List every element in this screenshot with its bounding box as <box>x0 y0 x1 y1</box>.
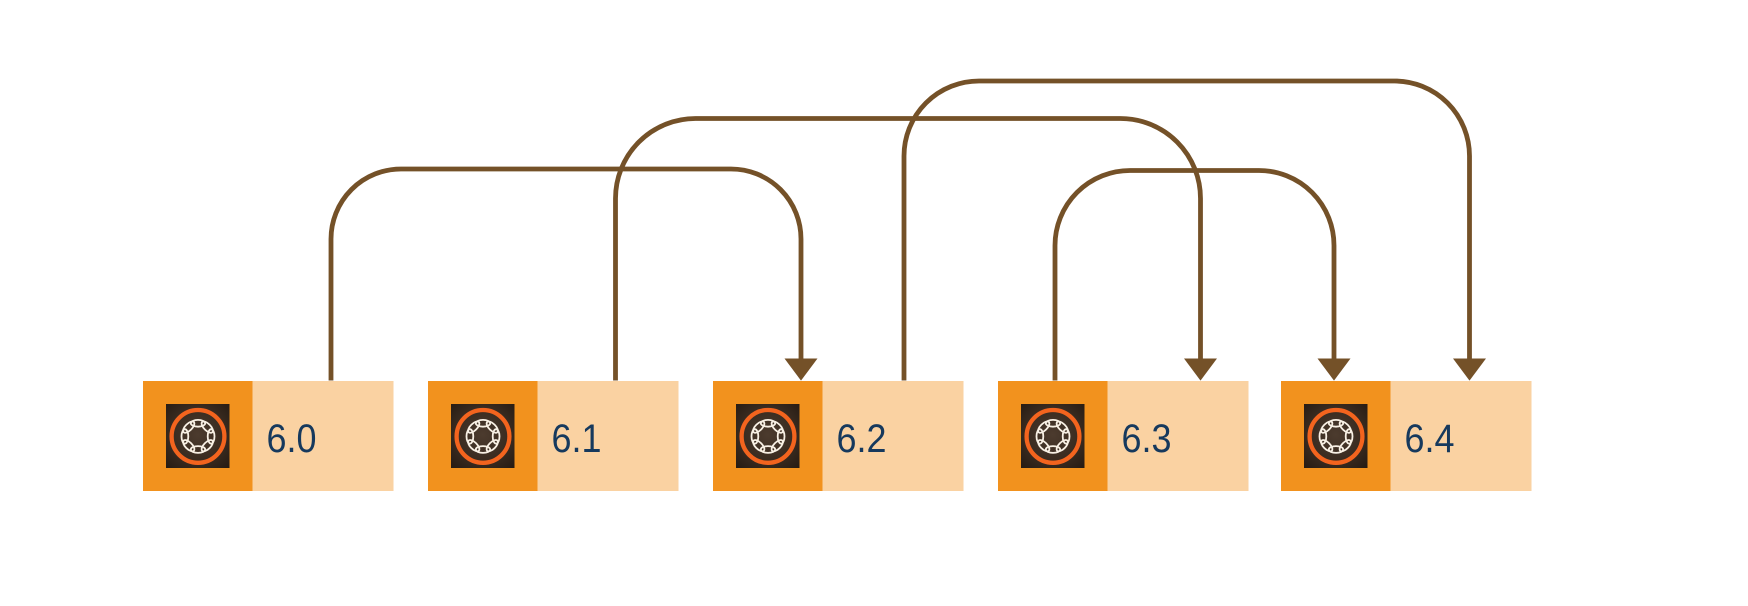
svg-text:6.1: 6.1 <box>552 417 602 461</box>
svg-text:6.2: 6.2 <box>837 417 887 461</box>
svg-text:6.0: 6.0 <box>267 417 317 461</box>
svg-text:6.4: 6.4 <box>1405 417 1455 461</box>
svg-text:6.3: 6.3 <box>1122 417 1172 461</box>
